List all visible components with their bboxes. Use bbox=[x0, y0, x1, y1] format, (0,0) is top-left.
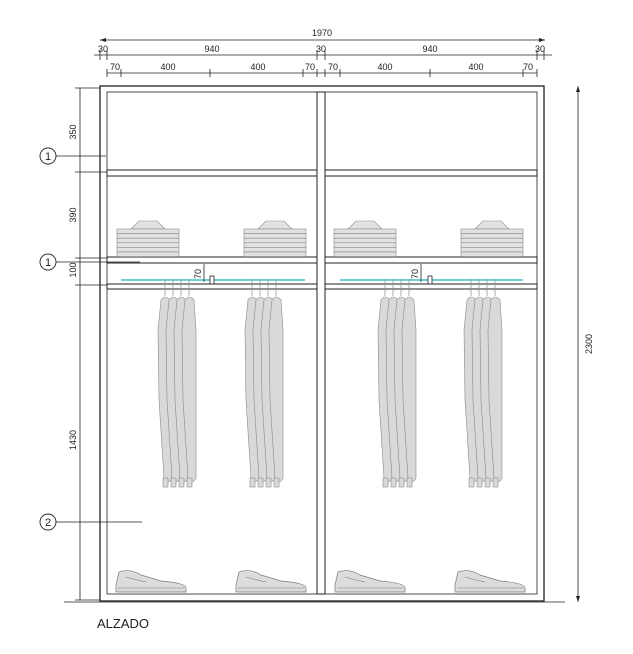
module-left-label: 940 bbox=[204, 44, 219, 54]
top-shelf-left bbox=[106, 169, 318, 177]
middle-shelf-left bbox=[106, 256, 318, 264]
sub-label-3: 400 bbox=[250, 62, 265, 72]
rail-drop-label-left: 70 bbox=[193, 269, 203, 279]
hanging-garment bbox=[268, 279, 284, 488]
folded-stack bbox=[116, 220, 180, 257]
drawing-title: ALZADO bbox=[97, 616, 149, 631]
sub-label-4: 70 bbox=[305, 62, 315, 72]
side-right-label: 30 bbox=[535, 44, 545, 54]
callout-label-1: 1 bbox=[45, 151, 51, 163]
center-divider bbox=[316, 91, 326, 595]
hanging-garment bbox=[181, 279, 197, 488]
sub-label-1: 70 bbox=[110, 62, 120, 72]
lower-shelf-right bbox=[324, 283, 538, 290]
rail-bracket-left bbox=[209, 275, 215, 285]
wardrobe-carcass bbox=[99, 85, 545, 602]
callout-label-2: 1 bbox=[45, 257, 51, 269]
callout-label-3: 2 bbox=[45, 517, 51, 529]
height-mid-label: 390 bbox=[68, 207, 78, 222]
folded-stack bbox=[460, 220, 524, 257]
callouts: 1 1 2 bbox=[39, 147, 142, 531]
height-shelf-label: 100 bbox=[68, 262, 78, 277]
sub-label-2: 400 bbox=[160, 62, 175, 72]
top-shelf-right bbox=[324, 169, 538, 177]
side-left-label: 30 bbox=[98, 44, 108, 54]
height-hanging-label: 1430 bbox=[68, 430, 78, 450]
shoe-pair bbox=[454, 570, 526, 593]
center-label: 30 bbox=[316, 44, 326, 54]
shoes bbox=[115, 570, 526, 593]
left-dimensions: 350 390 100 1430 bbox=[68, 87, 107, 601]
overall-width-label: 1970 bbox=[312, 28, 332, 38]
sub-label-6: 400 bbox=[377, 62, 392, 72]
shoe-pair bbox=[334, 570, 406, 593]
total-height-label: 2300 bbox=[584, 334, 594, 354]
rail-drop-label-right: 70 bbox=[410, 269, 420, 279]
sub-label-7: 400 bbox=[468, 62, 483, 72]
folded-stack bbox=[243, 220, 307, 257]
hanging-garments bbox=[157, 279, 503, 488]
sub-label-8: 70 bbox=[523, 62, 533, 72]
shoe-pair bbox=[115, 570, 187, 593]
rail-bracket-right bbox=[427, 275, 433, 285]
hanging-garment bbox=[401, 279, 417, 488]
hanging-garment bbox=[487, 279, 503, 488]
sub-label-5: 70 bbox=[328, 62, 338, 72]
top-dimensions: 1970 30 940 30 940 30 70 400 400 70 70 4… bbox=[94, 28, 552, 77]
shoe-pair bbox=[235, 570, 307, 593]
middle-shelf-right bbox=[324, 256, 538, 264]
outer-frame bbox=[99, 85, 545, 602]
right-dimension: 2300 bbox=[576, 86, 594, 602]
lower-shelf-left bbox=[106, 283, 318, 290]
hanging-rails: 70 70 bbox=[121, 264, 523, 285]
module-right-label: 940 bbox=[422, 44, 437, 54]
folded-clothes bbox=[116, 220, 524, 257]
folded-stack bbox=[333, 220, 397, 257]
height-top-label: 350 bbox=[68, 124, 78, 139]
